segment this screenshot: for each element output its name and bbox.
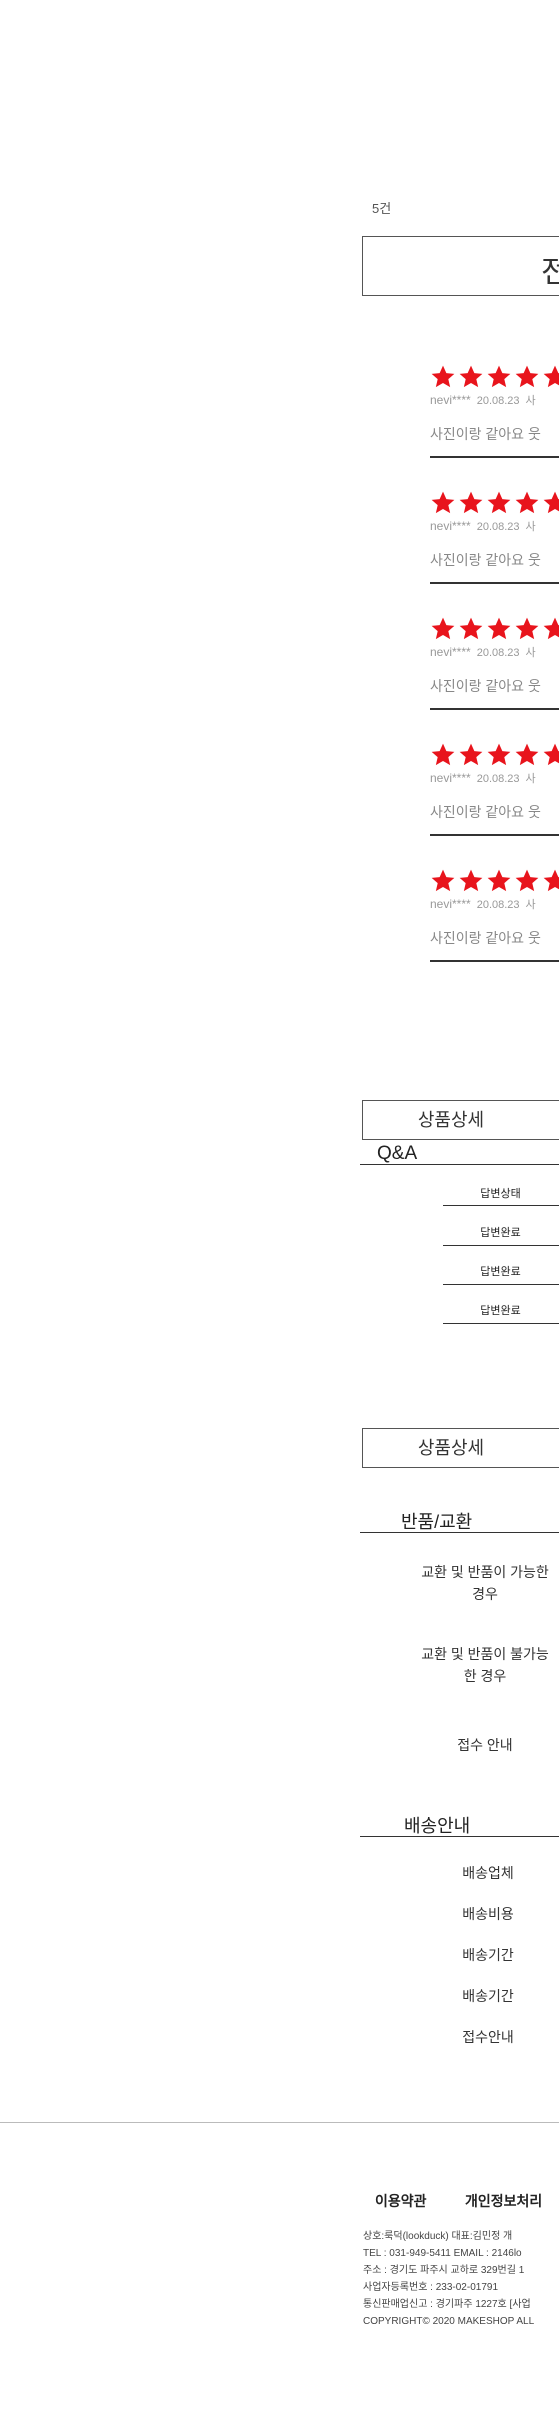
star-icon bbox=[486, 490, 512, 516]
qa-row-divider bbox=[443, 1245, 559, 1246]
footer-mail-order-line: 통신판매업신고 : 경기파주 1227호 [사업 bbox=[363, 2299, 531, 2310]
returns-title: 반품/교환 bbox=[401, 1512, 473, 1532]
review-divider bbox=[430, 582, 559, 584]
review-date: 20.08.23 bbox=[476, 395, 520, 407]
review-date: 20.08.23 bbox=[476, 899, 520, 911]
review-rating bbox=[430, 742, 559, 768]
qa-row-divider bbox=[443, 1284, 559, 1285]
star-icon bbox=[458, 364, 484, 390]
star-icon bbox=[458, 616, 484, 642]
qa-title: Q&A bbox=[377, 1143, 418, 1164]
review-user: nevi**** bbox=[430, 771, 471, 785]
review-divider bbox=[430, 834, 559, 836]
star-icon bbox=[542, 616, 559, 642]
qa-title-divider bbox=[360, 1164, 559, 1165]
review-user: nevi**** bbox=[430, 519, 471, 533]
star-icon bbox=[514, 868, 540, 894]
review-text: 사진이랑 같아요 웃 bbox=[430, 930, 541, 946]
review-extra: 사 bbox=[525, 899, 536, 911]
review-extra: 사 bbox=[525, 773, 536, 785]
product-detail-button-label: 상품상세 bbox=[417, 1110, 485, 1130]
qa-row-divider bbox=[443, 1205, 559, 1206]
star-icon bbox=[514, 742, 540, 768]
delivery-item-label: 배송기간 bbox=[462, 1947, 514, 1963]
star-icon bbox=[514, 616, 540, 642]
footer-company-line: 상호:룩덕(lookduck) 대표:김민정 개 bbox=[363, 2231, 513, 2242]
review-divider bbox=[430, 708, 559, 710]
review-user: nevi**** bbox=[430, 897, 471, 911]
review-text: 사진이랑 같아요 웃 bbox=[430, 552, 541, 568]
star-icon bbox=[458, 490, 484, 516]
review-extra: 사 bbox=[525, 521, 536, 533]
review-extra: 사 bbox=[525, 395, 536, 407]
product-detail-button[interactable]: 상품상세 bbox=[362, 1100, 559, 1140]
review-rating bbox=[430, 364, 559, 390]
star-icon bbox=[514, 364, 540, 390]
review-text: 사진이랑 같아요 웃 bbox=[430, 678, 541, 694]
review-extra: 사 bbox=[525, 647, 536, 659]
star-icon bbox=[514, 490, 540, 516]
qa-row-status: 답변완료 bbox=[480, 1305, 521, 1317]
delivery-title: 배송안내 bbox=[404, 1816, 471, 1836]
review-meta: nevi**** 20.08.23 사 bbox=[430, 392, 536, 408]
returns-title-divider bbox=[360, 1532, 559, 1533]
review-count: 5건 bbox=[372, 201, 392, 216]
footer-copyright-line: COPYRIGHT© 2020 MAKESHOP ALL bbox=[363, 2316, 535, 2327]
delivery-item-label: 배송비용 bbox=[462, 1906, 514, 1922]
delivery-item-label: 배송업체 bbox=[462, 1865, 514, 1881]
footer-terms-link[interactable]: 이용약관 bbox=[375, 2193, 427, 2209]
returns-impossible-label: 교환 및 반품이 불가능한 경우 bbox=[421, 1646, 549, 1684]
star-icon bbox=[458, 742, 484, 768]
review-rating bbox=[430, 616, 559, 642]
qa-header-status: 답변상태 bbox=[480, 1188, 521, 1200]
review-filter-select[interactable]: 전 bbox=[362, 236, 559, 296]
star-icon bbox=[542, 868, 559, 894]
footer-business-number-line: 사업자등록번호 : 233-02-01791 bbox=[363, 2282, 499, 2293]
star-icon bbox=[542, 490, 559, 516]
star-icon bbox=[458, 868, 484, 894]
review-date: 20.08.23 bbox=[476, 521, 520, 533]
star-icon bbox=[542, 742, 559, 768]
star-icon bbox=[486, 868, 512, 894]
star-icon bbox=[486, 616, 512, 642]
review-date: 20.08.23 bbox=[476, 773, 520, 785]
product-detail-button[interactable]: 상품상세 bbox=[362, 1428, 559, 1468]
review-user: nevi**** bbox=[430, 393, 471, 407]
footer-divider bbox=[0, 2122, 559, 2123]
product-detail-button-label: 상품상세 bbox=[417, 1438, 485, 1458]
review-rating bbox=[430, 868, 559, 894]
footer-address-line: 주소 : 경기도 파주시 교하로 329번길 1 bbox=[363, 2265, 525, 2276]
delivery-title-divider bbox=[360, 1836, 559, 1837]
review-date: 20.08.23 bbox=[476, 647, 520, 659]
review-rating bbox=[430, 490, 559, 516]
review-text: 사진이랑 같아요 웃 bbox=[430, 804, 541, 820]
star-icon bbox=[486, 364, 512, 390]
star-icon bbox=[486, 742, 512, 768]
returns-possible-label: 교환 및 반품이 가능한 경우 bbox=[421, 1564, 549, 1602]
delivery-item-label: 배송기간 bbox=[462, 1988, 514, 2004]
star-icon bbox=[430, 868, 456, 894]
footer-privacy-link[interactable]: 개인정보처리 bbox=[465, 2193, 543, 2209]
review-meta: nevi**** 20.08.23 사 bbox=[430, 770, 536, 786]
review-divider bbox=[430, 456, 559, 458]
review-meta: nevi**** 20.08.23 사 bbox=[430, 896, 536, 912]
star-icon bbox=[542, 364, 559, 390]
returns-reception-label: 접수 안내 bbox=[457, 1737, 513, 1753]
review-divider bbox=[430, 960, 559, 962]
qa-row-divider bbox=[443, 1323, 559, 1324]
qa-row-status: 답변완료 bbox=[480, 1227, 521, 1239]
review-meta: nevi**** 20.08.23 사 bbox=[430, 518, 536, 534]
footer-contact-line: TEL : 031-949-5411 EMAIL : 2146lo bbox=[363, 2248, 522, 2259]
review-user: nevi**** bbox=[430, 645, 471, 659]
star-icon bbox=[430, 490, 456, 516]
star-icon bbox=[430, 364, 456, 390]
review-meta: nevi**** 20.08.23 사 bbox=[430, 644, 536, 660]
star-icon bbox=[430, 616, 456, 642]
review-text: 사진이랑 같아요 웃 bbox=[430, 426, 541, 442]
delivery-item-label: 접수안내 bbox=[462, 2029, 514, 2045]
star-icon bbox=[430, 742, 456, 768]
qa-row-status: 답변완료 bbox=[480, 1266, 521, 1278]
review-filter-label: 전 bbox=[541, 255, 559, 290]
